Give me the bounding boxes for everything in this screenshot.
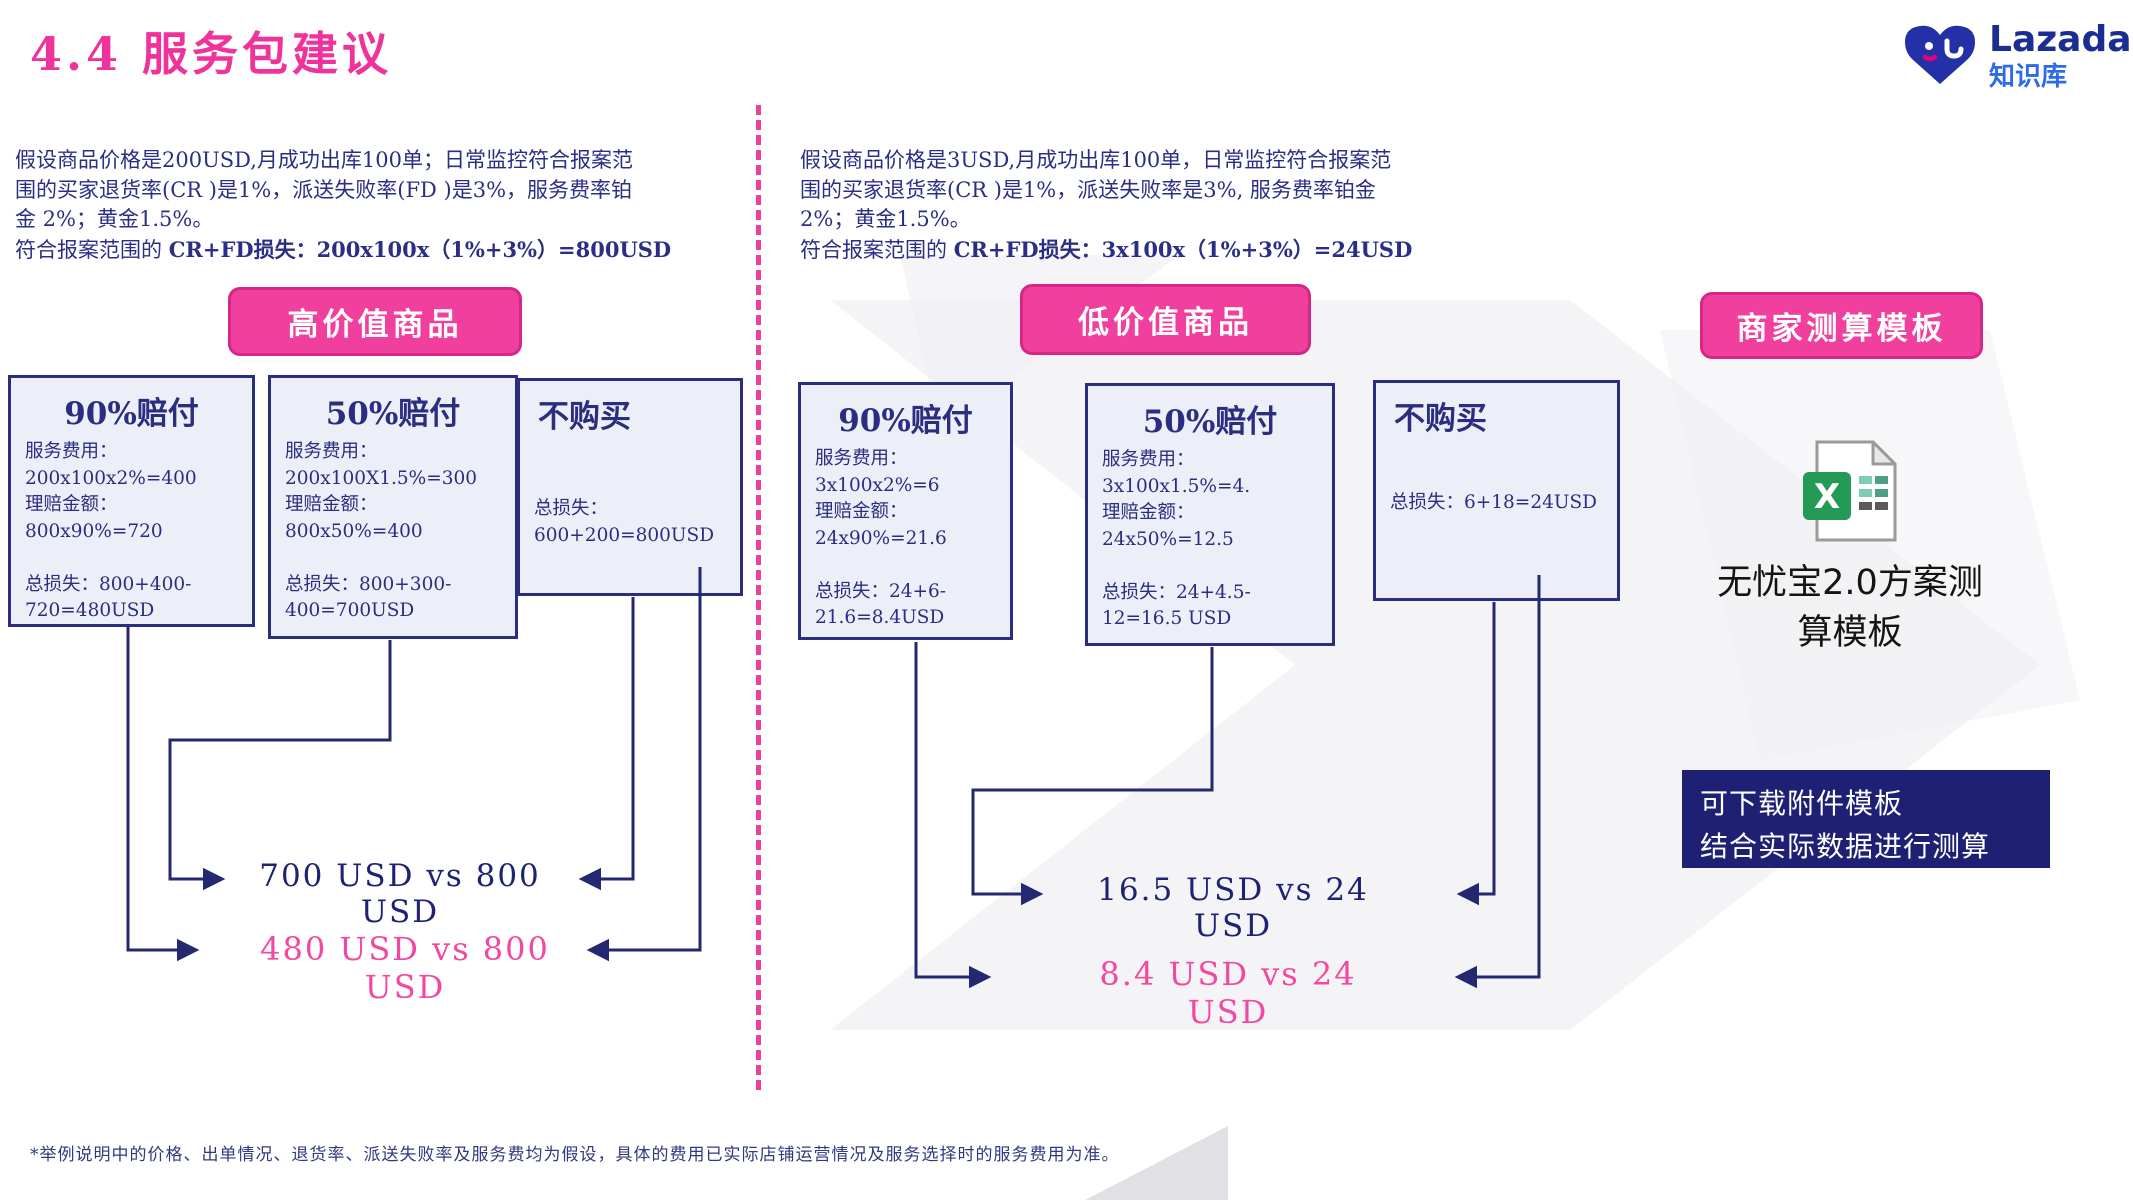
box-body: 服务费用： 3x100x1.5%=4. 理赔金额： 24x50%=12.5 总损… (1102, 449, 1251, 629)
box-title: 90%赔付 (64, 396, 199, 432)
lazada-logo: Lazada 知识库 (1903, 20, 2132, 94)
box-title: 不购买 (1394, 401, 1487, 437)
box-body: 总损失： 600+200=800USD (534, 498, 715, 546)
box-low-90-compensation: 90%赔付 服务费用： 3x100x2%=6 理赔金额： 24x90%=21.6… (798, 382, 1013, 640)
box-low-50-compensation: 50%赔付 服务费用： 3x100x1.5%=4. 理赔金额： 24x50%=1… (1085, 383, 1335, 646)
excel-file-icon[interactable]: X (1795, 430, 1915, 550)
box-low-no-purchase: 不购买 总损失：6+18=24USD (1373, 380, 1620, 601)
intro-right-formula: 符合报案范围的 CR+FD损失：3x100x（1%+3%）=24USD (800, 235, 1412, 266)
intro-right: 假设商品价格是3USD,月成功出库100单，日常监控符合报案范 围的买家退货率(… (800, 146, 1412, 265)
banner-high-value: 高价值商品 (228, 287, 522, 356)
box-title: 50%赔付 (1142, 404, 1278, 440)
intro-left-text: 假设商品价格是200USD,月成功出库100单；日常监控符合报案范 围的买家退货… (15, 148, 634, 231)
svg-text:X: X (1814, 477, 1840, 517)
logo-sub-text: 知识库 (1989, 62, 2068, 92)
intro-right-text: 假设商品价格是3USD,月成功出库100单，日常监控符合报案范 围的买家退货率(… (800, 148, 1392, 231)
box-title: 不购买 (538, 399, 631, 435)
banner-low-value: 低价值商品 (1020, 284, 1311, 355)
lazada-heart-icon (1905, 25, 1975, 84)
intro-left: 假设商品价格是200USD,月成功出库100单；日常监控符合报案范 围的买家退货… (15, 146, 671, 265)
box-high-50-compensation: 50%赔付 服务费用： 200x100X1.5%=300 理赔金额： 800x5… (268, 375, 518, 639)
intro-left-formula-bold: CR+FD损失：200x100x（1%+3%）=800USD (168, 236, 672, 262)
box-title: 50%赔付 (325, 396, 461, 432)
box-title: 90%赔付 (838, 403, 973, 439)
intro-left-formula-prefix: 符合报案范围的 (15, 237, 169, 262)
download-note-box: 可下载附件模板 结合实际数据进行测算 (1682, 770, 2050, 868)
column-divider (756, 105, 761, 1090)
intro-right-formula-bold: CR+FD损失：3x100x（1%+3%）=24USD (953, 236, 1413, 262)
box-high-no-purchase: 不购买 总损失： 600+200=800USD (517, 378, 743, 596)
box-body: 服务费用： 200x100X1.5%=300 理赔金额： 800x50%=400… (285, 441, 478, 621)
comparison-low-highlight: 8.4 USD vs 24 USD (1099, 955, 1357, 1031)
excel-attachment-label[interactable]: 无忧宝2.0方案测 算模板 (1717, 563, 1983, 653)
comparison-high-primary: 700 USD vs 800 USD (259, 858, 541, 930)
page-title: 4.4 服务包建议 (30, 27, 393, 81)
box-body: 总损失：6+18=24USD (1390, 492, 1597, 513)
logo-brand-text: Lazada (1989, 19, 2132, 60)
comparison-low-primary: 16.5 USD vs 24 USD (1097, 872, 1369, 944)
intro-left-formula: 符合报案范围的 CR+FD损失：200x100x（1%+3%）=800USD (15, 235, 671, 266)
footer-disclaimer: *举例说明中的价格、出单情况、退货率、派送失败率及服务费均为假设，具体的费用已实… (30, 1145, 1120, 1165)
box-body: 服务费用： 3x100x2%=6 理赔金额： 24x90%=21.6 总损失：2… (815, 448, 947, 628)
banner-merchant-template: 商家测算模板 (1700, 292, 1983, 359)
box-high-90-compensation: 90%赔付 服务费用： 200x100x2%=400 理赔金额： 800x90%… (8, 375, 255, 627)
intro-right-formula-prefix: 符合报案范围的 (800, 237, 954, 262)
comparison-high-highlight: 480 USD vs 800 USD (260, 930, 550, 1006)
excel-attachment[interactable]: X (1795, 430, 1915, 550)
box-body: 服务费用： 200x100x2%=400 理赔金额： 800x90%=720 总… (25, 441, 197, 621)
